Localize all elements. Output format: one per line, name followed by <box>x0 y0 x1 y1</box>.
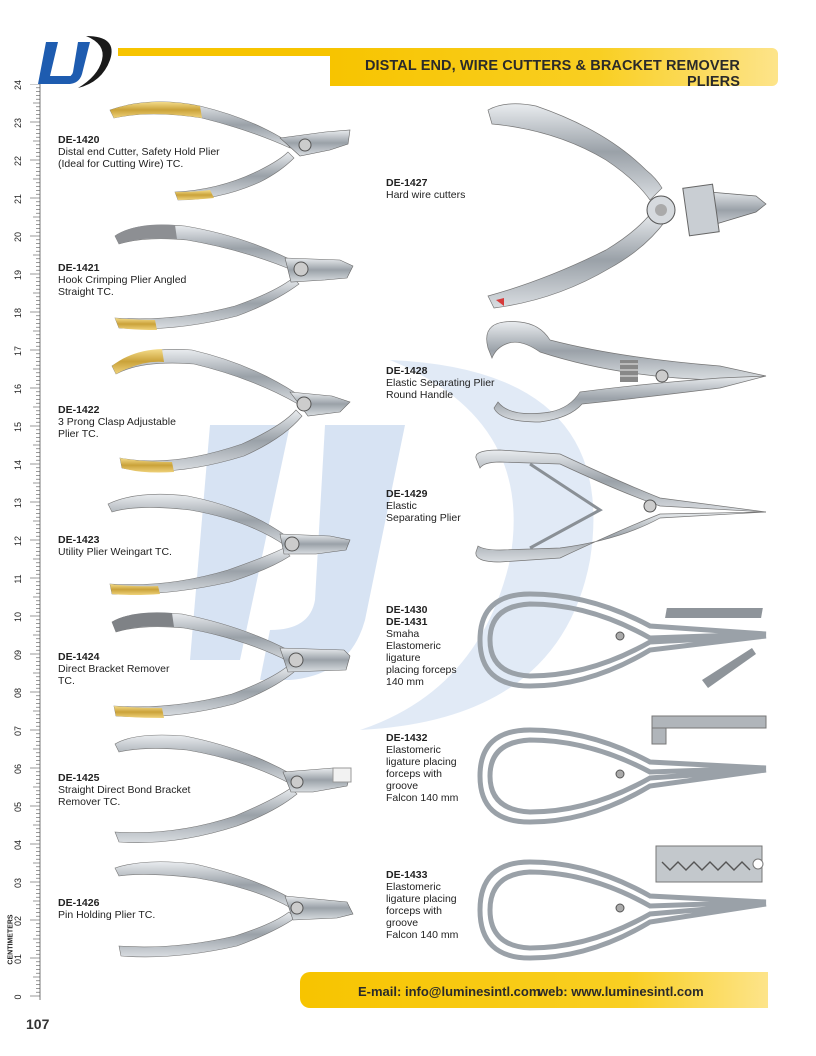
product-description: Smaha Elastomeric ligature placing force… <box>386 628 457 688</box>
footer-website[interactable]: web: www.luminesintl.com <box>538 984 704 999</box>
product-code: DE-1421 <box>58 262 100 274</box>
product-code: DE-1433 <box>386 869 428 881</box>
ruler-number: 23 <box>13 118 23 129</box>
ruler-number: 11 <box>13 574 23 584</box>
ruler-number: 19 <box>13 270 23 281</box>
product-description: Elastic Separating Plier Round Handle <box>386 377 495 401</box>
product-de-1422: DE-1422 3 Prong Clasp Adjustable Plier T… <box>58 404 176 440</box>
product-code: DE-1422 <box>58 404 100 416</box>
header-accent-line <box>118 48 330 56</box>
ruler-number: 16 <box>13 384 23 395</box>
ruler-number: 15 <box>13 422 23 433</box>
ruler-number: 06 <box>13 764 23 775</box>
plier-de-1424-image <box>111 612 351 718</box>
product-code: DE-1430 DE-1431 <box>386 604 428 628</box>
product-description: Direct Bracket Remover TC. <box>58 663 170 687</box>
product-code: DE-1429 <box>386 488 428 500</box>
ruler-ticks <box>30 84 41 1000</box>
header-band <box>330 48 778 86</box>
product-de-1432: DE-1432 Elastomeric ligature placing for… <box>386 732 458 804</box>
ruler-number: 22 <box>13 156 23 167</box>
product-de-1420: DE-1420 Distal end Cutter, Safety Hold P… <box>58 134 220 170</box>
ruler-number: 10 <box>13 612 23 623</box>
ruler-number: 24 <box>13 80 23 91</box>
ruler-number: 18 <box>13 308 23 319</box>
product-code: DE-1423 <box>58 534 100 546</box>
plier-de-1428-image <box>486 321 767 423</box>
product-de-1429: DE-1429 Elastic Separating Plier <box>386 488 461 524</box>
forceps-de-1433-image <box>477 845 767 961</box>
ruler-number: 09 <box>13 650 23 661</box>
product-code: DE-1426 <box>58 897 100 909</box>
product-de-1428: DE-1428 Elastic Separating Plier Round H… <box>386 365 495 401</box>
ruler-number: 12 <box>13 536 23 547</box>
ruler-number: 03 <box>13 878 23 889</box>
ruler-number: 0 <box>13 994 23 1000</box>
forceps-de-1430-image <box>477 591 767 689</box>
ruler-number: 04 <box>13 840 23 851</box>
page-title: DISTAL END, WIRE CUTTERS & BRACKET REMOV… <box>364 58 740 90</box>
product-description: Pin Holding Plier TC. <box>58 909 156 921</box>
ruler-unit-label: CENTIMETERS <box>7 914 15 965</box>
ruler-number: 13 <box>13 498 23 509</box>
product-de-1426: DE-1426 Pin Holding Plier TC. <box>58 897 155 921</box>
plier-de-1429-image <box>475 449 767 563</box>
product-de-1423: DE-1423 Utility Plier Weingart TC. <box>58 534 172 558</box>
ruler-number: 17 <box>13 346 23 357</box>
plier-de-1425-image <box>114 734 352 843</box>
product-description: 3 Prong Clasp Adjustable Plier TC. <box>58 416 176 440</box>
product-description: Elastomeric ligature placing forceps wit… <box>386 744 459 804</box>
product-code: DE-1427 <box>386 177 428 189</box>
ruler-number: 20 <box>13 232 23 243</box>
forceps-de-1432-image <box>477 715 767 825</box>
product-description: Utility Plier Weingart TC. <box>58 546 172 558</box>
product-description: Elastic Separating Plier <box>386 500 461 524</box>
product-de-1427: DE-1427 Hard wire cutters <box>386 177 465 201</box>
plier-de-1426-image <box>114 861 354 958</box>
ruler-number: 08 <box>13 688 23 699</box>
product-de-1424: DE-1424 Direct Bracket Remover TC. <box>58 651 169 687</box>
ruler-number: 05 <box>13 802 23 813</box>
page-number: 107 <box>26 1016 50 1032</box>
product-code: DE-1432 <box>386 732 428 744</box>
plier-de-1421-image <box>114 224 354 330</box>
product-description: Distal end Cutter, Safety Hold Plier (Id… <box>58 146 220 170</box>
product-de-1421: DE-1421 Hook Crimping Plier Angled Strai… <box>58 262 186 298</box>
product-description: Elastomeric ligature placing forceps wit… <box>386 881 459 941</box>
product-description: Straight Direct Bond Bracket Remover TC. <box>58 784 191 808</box>
product-description: Hook Crimping Plier Angled Straight TC. <box>58 274 187 298</box>
product-code: DE-1425 <box>58 772 100 784</box>
plier-de-1422-image <box>111 349 351 473</box>
plier-de-1420-image <box>109 101 351 201</box>
footer-email[interactable]: E-mail: info@luminesintl.com <box>358 984 541 999</box>
product-description: Hard wire cutters <box>386 189 466 201</box>
product-de-1433: DE-1433 Elastomeric ligature placing for… <box>386 869 458 941</box>
company-logo <box>38 36 112 88</box>
product-de-1425: DE-1425 Straight Direct Bond Bracket Rem… <box>58 772 190 808</box>
product-code: DE-1428 <box>386 365 428 377</box>
ruler-number: 07 <box>13 726 23 737</box>
product-code: DE-1424 <box>58 651 100 663</box>
plier-de-1423-image <box>107 493 351 595</box>
ruler-number: 14 <box>13 460 23 471</box>
product-code: DE-1420 <box>58 134 100 146</box>
footer-band <box>300 972 768 1008</box>
cutter-de-1427-image <box>487 103 767 309</box>
product-de-1430-1431: DE-1430 DE-1431 Smaha Elastomeric ligatu… <box>386 604 457 688</box>
ruler-number: 21 <box>13 194 23 205</box>
